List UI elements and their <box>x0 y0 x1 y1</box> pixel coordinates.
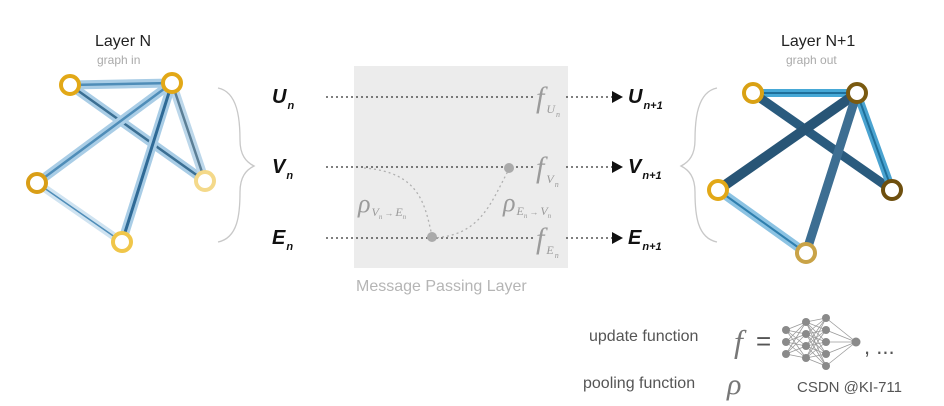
left-edge <box>68 83 207 183</box>
pooling-e-to-v-from: E <box>515 204 524 218</box>
neural-network-icon <box>782 314 861 370</box>
e-input-sub: n <box>286 241 293 253</box>
right-node <box>742 82 764 104</box>
pooling-dot-e <box>427 232 437 242</box>
v-input-sub: n <box>286 170 293 182</box>
right-edge <box>717 189 807 254</box>
e-input-label: E <box>272 227 286 249</box>
left-brace <box>217 87 256 243</box>
svg-text:Vn+1: Vn+1 <box>628 156 662 182</box>
u-input-sub: n <box>287 100 294 112</box>
v-update-func-sub: V <box>546 172 555 186</box>
left-edge <box>35 81 174 185</box>
right-node <box>707 179 729 201</box>
left-edge <box>170 81 207 183</box>
pooling-v-to-e-to-sub: n <box>403 213 407 221</box>
pooling-v-to-e-from: V <box>371 205 380 219</box>
update-function-label: update function <box>589 328 699 345</box>
left-node <box>161 72 183 94</box>
u-arrowhead <box>612 91 623 103</box>
left-node <box>194 170 216 192</box>
right-edge <box>856 92 893 191</box>
svg-text:En: En <box>272 227 293 253</box>
left-node <box>26 172 48 194</box>
watermark: CSDN @KI-711 <box>797 379 902 396</box>
v-update-func-subsub: n <box>555 180 559 189</box>
left-edge <box>36 182 123 243</box>
message-passing-caption: Message Passing Layer <box>356 278 527 295</box>
legend-ellipsis: , ... <box>864 334 895 359</box>
legend-pooling-symbol: ρ <box>726 368 741 401</box>
e-update-func-subsub: n <box>555 251 559 260</box>
v-output-label: V <box>628 156 643 178</box>
right-edge <box>748 88 897 195</box>
u-output-sub: n+1 <box>643 100 662 112</box>
right-node <box>795 242 817 264</box>
u-update-func-subsub: n <box>556 110 560 119</box>
svg-text:Vn: Vn <box>272 156 293 182</box>
legend-update-symbol: f <box>734 323 747 359</box>
right-brace <box>679 87 718 243</box>
u-output-label: U <box>628 86 643 108</box>
pooling-dot-v <box>504 163 514 173</box>
left-graph-title: Layer N <box>95 33 152 50</box>
e-arrowhead <box>612 232 623 244</box>
svg-text:ρVn→En: ρVn→En <box>357 189 407 221</box>
left-edge <box>120 81 174 244</box>
right-node <box>846 82 868 104</box>
left-edge <box>68 81 174 87</box>
left-node <box>59 74 81 96</box>
right-graph-subtitle: graph out <box>786 53 837 67</box>
pooling-v-to-e-to: E <box>394 205 403 219</box>
e-output-label: E <box>628 227 642 249</box>
right-edge <box>713 88 862 195</box>
pooling-v-to-e-from-sub: n <box>379 213 383 221</box>
pooling-e-to-v-arrow: → <box>529 207 538 217</box>
pooling-e-to-v-symbol: ρ <box>502 188 515 217</box>
v-input-label: V <box>272 156 287 178</box>
svg-text:Un: Un <box>272 86 294 112</box>
svg-text:Un+1: Un+1 <box>628 86 663 112</box>
pooling-e-to-v-from-sub: n <box>524 212 528 220</box>
pooling-curve-e-to-v <box>431 168 510 239</box>
e-output-sub: n+1 <box>642 241 661 253</box>
e-update-func-sub: E <box>545 243 554 257</box>
pooling-v-to-e-arrow: → <box>384 208 393 218</box>
right-edge <box>801 88 862 258</box>
v-arrowhead <box>612 161 623 173</box>
u-update-func-sub: U <box>546 102 556 116</box>
left-node <box>111 231 133 253</box>
right-graph-title: Layer N+1 <box>781 33 856 50</box>
legend-equals: = <box>756 326 771 356</box>
right-node <box>881 179 903 201</box>
pooling-e-to-v-to: V <box>540 204 549 218</box>
left-graph <box>26 72 216 253</box>
pooling-e-to-v-to-sub: n <box>548 212 552 220</box>
right-graph <box>707 82 903 264</box>
left-graph-subtitle: graph in <box>97 53 141 67</box>
svg-text:En+1: En+1 <box>628 227 662 253</box>
pooling-v-to-e-symbol: ρ <box>357 189 370 218</box>
svg-text:ρEn→Vn: ρEn→Vn <box>502 188 552 220</box>
pooling-curve-v-to-e <box>363 167 433 237</box>
u-input-label: U <box>272 86 287 108</box>
pooling-function-label: pooling function <box>583 375 696 392</box>
v-output-sub: n+1 <box>642 170 661 182</box>
